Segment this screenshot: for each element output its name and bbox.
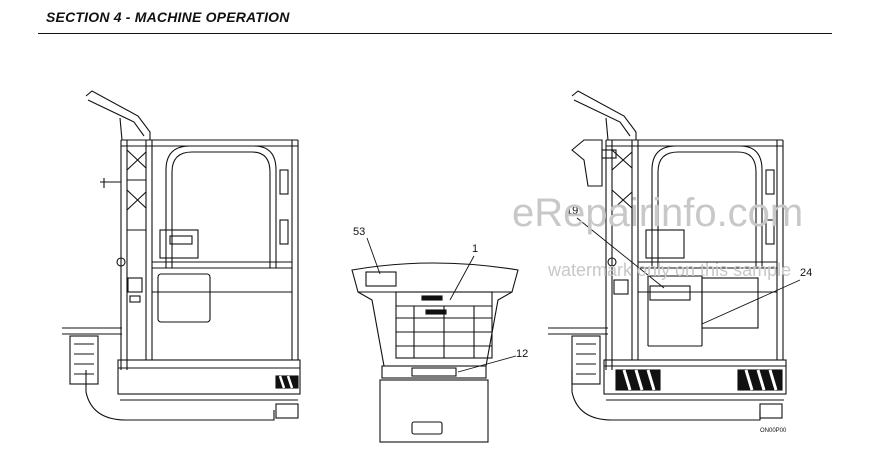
- callout-leaders: [366, 217, 801, 373]
- callout-1: 1: [472, 243, 478, 255]
- decal-19: [649, 285, 691, 301]
- figure-code: ON00P00: [760, 428, 787, 434]
- callout-19: 19: [566, 205, 578, 217]
- callout-12: 12: [516, 348, 528, 360]
- callout-24: 24: [800, 267, 812, 279]
- section-title: SECTION 4 - MACHINE OPERATION: [46, 9, 290, 25]
- center-control-panel: [351, 262, 519, 443]
- watermark-main: eRepairinfo.com: [512, 191, 803, 235]
- decal-53: [365, 271, 397, 287]
- left-warning-decal: [276, 375, 298, 389]
- callout-53: 53: [353, 226, 365, 238]
- left-cage-view: [62, 90, 301, 421]
- header-divider: [38, 33, 832, 34]
- watermark-sub: watermark only on this sample: [547, 260, 791, 280]
- right-cage-view: [548, 90, 787, 421]
